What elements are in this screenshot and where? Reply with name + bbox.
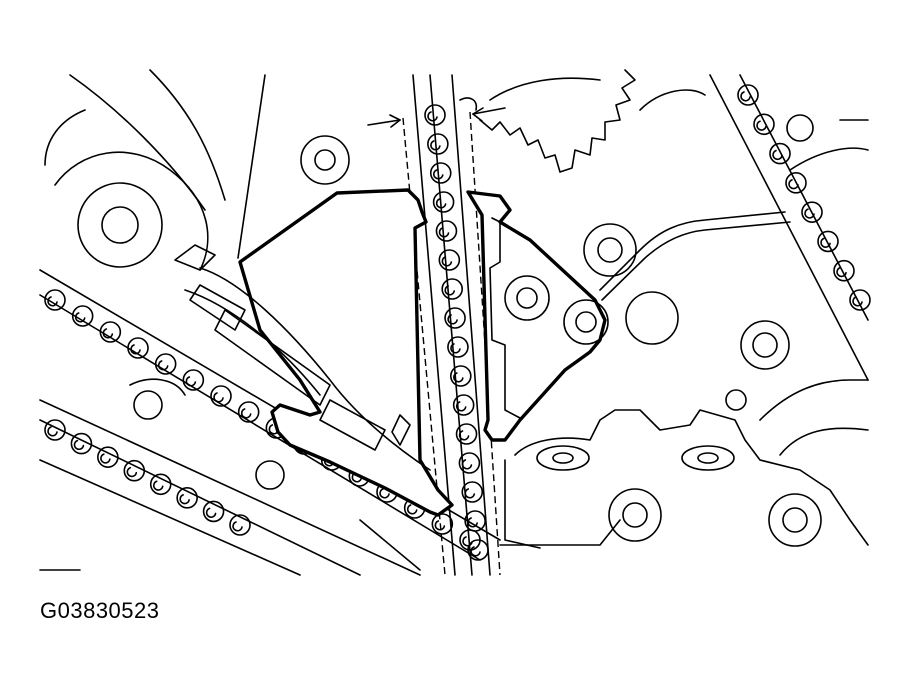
chain-link [737,84,759,106]
chain-link-pin [157,360,169,371]
chain-link-pin [444,285,455,296]
chain-link-pin [205,507,217,518]
chain-link [99,321,122,343]
chain-link [123,459,146,482]
chain-link [432,191,455,213]
camshaft-sprocket [479,69,636,173]
chain-link-pin [130,344,141,355]
chain-link-pin [102,328,114,339]
chain-link-pin [804,208,815,219]
chain-link-pin [213,392,224,403]
chain-link-pin [232,521,243,532]
chain-link-pin [772,149,783,161]
chain-link-pin [406,504,418,515]
chain-link-pin [433,169,444,180]
chain-link-pin [447,314,458,325]
chain-link-pin [179,494,190,505]
chain-link-pin [185,376,197,387]
figure-code: G03830523 [40,598,160,623]
chain-link-pin [435,198,447,209]
chain-link-pin [47,296,58,307]
chain-link-pin [438,227,450,238]
chain-link-pin [126,466,138,478]
chain-link [801,201,823,223]
chain-link [467,539,489,561]
vertical-chain [412,74,491,576]
chain-link [127,337,149,359]
chain-link [444,307,466,329]
chain-link-pin [453,372,464,383]
chain-link [97,446,119,468]
chain-link [149,473,172,496]
chain-link [441,278,464,300]
chain-link [449,365,472,387]
chain-link [202,500,225,523]
chain-link-pin [756,120,767,131]
chain-link [229,514,251,536]
chain-link [70,432,93,455]
chain-link-pin [379,488,390,499]
chain-link [452,394,475,416]
chain-link-pin [820,237,831,248]
chain-link-pin [450,343,461,354]
chain-link-pin [788,179,799,190]
chain-link [458,452,481,474]
chain-link-pin [434,520,446,531]
chain-link [44,419,66,441]
chain-link [769,142,791,165]
chain-link-pin [852,296,863,307]
chain-link [438,249,461,271]
chain-link-pin [740,91,751,102]
chain-guide [174,188,454,517]
chain-link-pin [836,266,847,278]
chain-link [210,385,232,407]
chain-link-pin [240,408,252,419]
chain-link-pin [470,546,481,557]
chain-link [435,220,458,242]
chain-link [431,513,454,535]
chain-link-pin [427,111,438,122]
bolt-holes [77,114,822,547]
chain-link-pin [455,401,467,412]
chain-link [154,353,177,375]
chain-link-pin [467,517,478,528]
chain-link [237,401,260,423]
right-chain-run [737,84,871,311]
lower-chain-run [39,269,501,576]
chain-link [849,289,871,311]
chain-link [464,510,486,532]
chain-link-pin [73,439,85,451]
chain-link [71,305,94,327]
chain-link [176,487,198,509]
engine-casting-outline [39,69,869,571]
chain-link [833,259,855,282]
chain-link [182,369,205,391]
chain-link-pin [47,426,58,437]
chain-link [424,104,446,126]
chain-link [817,230,839,253]
chain-link [785,172,807,194]
chain-link [461,481,484,503]
chain-link [455,423,478,445]
chain-link [429,162,452,184]
chain-link [447,336,469,358]
chain-link-pin [461,459,473,470]
chain-link-pin [458,430,470,441]
chain-link [427,133,449,155]
chain-link-pin [153,480,164,491]
chain-link [44,289,66,311]
chain-link-pin [464,488,476,499]
chain-link-pin [74,312,86,323]
chain-link-pin [100,453,111,464]
chain-link-pin [441,256,453,267]
chain-link [753,113,775,136]
chain-link-pin [430,140,441,151]
chain-tensioner [466,190,609,442]
